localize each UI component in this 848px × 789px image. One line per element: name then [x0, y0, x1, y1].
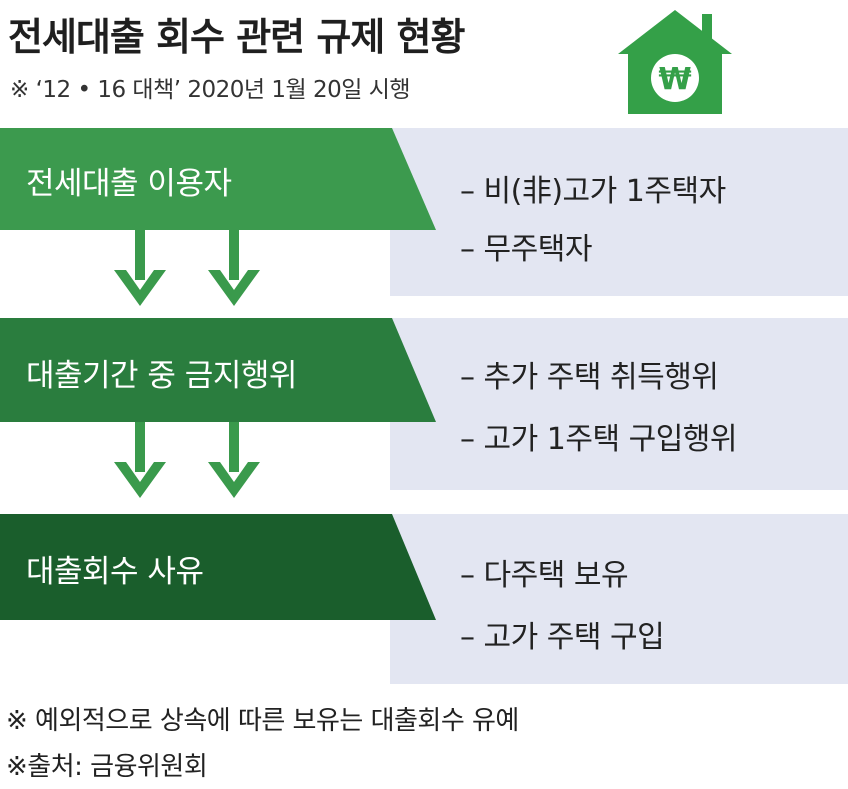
panel-row-3-item-1: – 다주택 보유: [460, 558, 629, 593]
page-subtitle: ※ ‘12 • 16 대책’ 2020년 1월 20일 시행: [10, 77, 411, 103]
down-arrow-icon: [208, 230, 260, 306]
panel-row-3: – 다주택 보유 – 고가 주택 구입: [390, 514, 848, 684]
footnote-source: ※출처: 금융위원회: [6, 752, 208, 782]
down-arrow-icon: [208, 422, 260, 498]
band-row-2-shape: [0, 318, 436, 422]
panel-row-2: – 추가 주택 취득행위 – 고가 1주택 구입행위: [390, 318, 848, 490]
footnote-exception: ※ 예외적으로 상속에 따른 보유는 대출회수 유예: [6, 706, 519, 736]
band-row-2-label: 대출기간 중 금지행위: [26, 358, 297, 394]
band-row-3-label: 대출회수 사유: [26, 554, 204, 590]
panel-row-2-item-2: – 고가 1주택 구입행위: [460, 422, 738, 457]
panel-row-1-item-1: – 비(非)고가 1주택자: [460, 174, 726, 209]
band-row-2: 대출기간 중 금지행위: [0, 318, 440, 422]
band-row-3: 대출회수 사유: [0, 514, 440, 620]
down-arrow-icon: [114, 422, 166, 498]
band-row-1: 전세대출 이용자: [0, 128, 440, 230]
band-row-1-label: 전세대출 이용자: [26, 166, 232, 202]
page-title: 전세대출 회수 관련 규제 현황: [8, 15, 465, 59]
panel-row-3-item-2: – 고가 주택 구입: [460, 620, 665, 655]
panel-row-2-item-1: – 추가 주택 취득행위: [460, 360, 719, 395]
panel-row-1-item-2: – 무주택자: [460, 232, 592, 267]
house-won-icon: ₩: [618, 10, 732, 114]
band-row-1-shape: [0, 128, 436, 230]
panel-row-1: – 비(非)고가 1주택자 – 무주택자: [390, 128, 848, 296]
band-row-3-shape: [0, 514, 436, 620]
down-arrow-icon: [114, 230, 166, 306]
won-symbol: ₩: [658, 62, 691, 97]
